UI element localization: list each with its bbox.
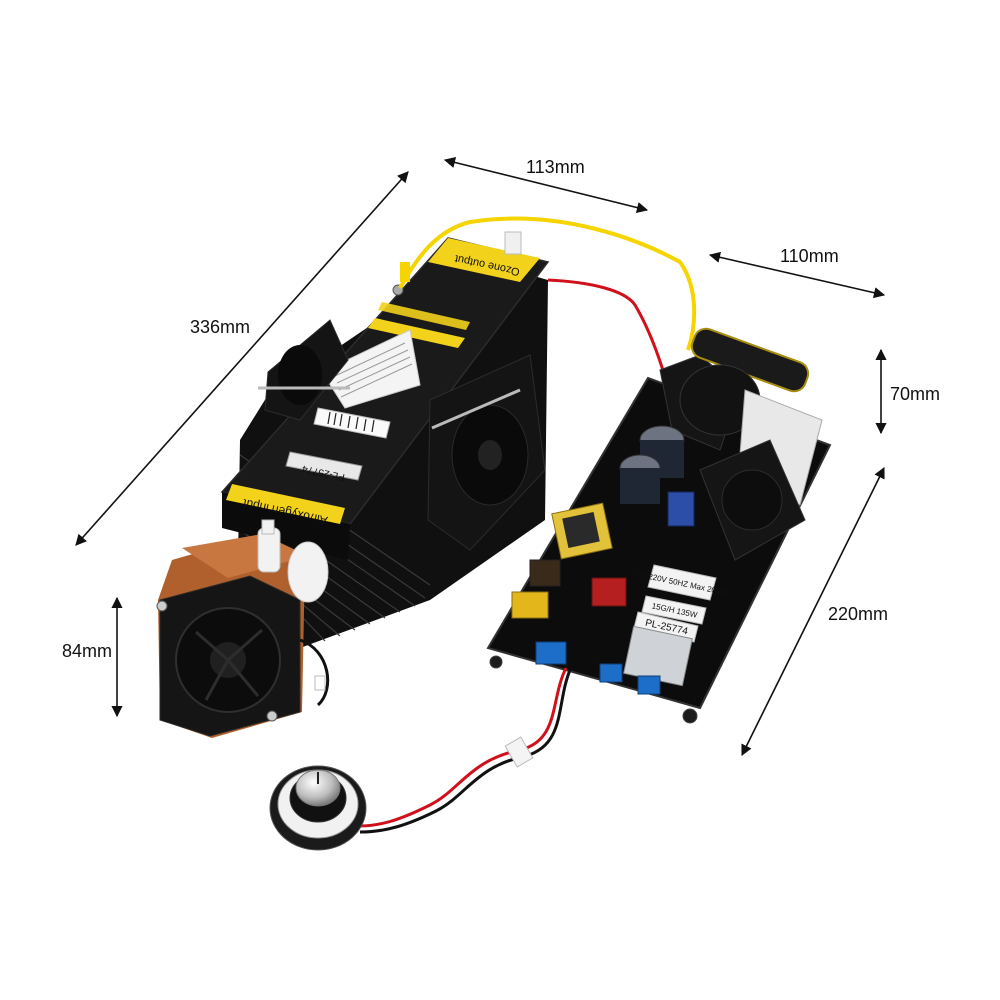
hv-wire-yellow: [398, 216, 697, 351]
tube-fan-left: [264, 319, 349, 421]
speed-control-knob[interactable]: [269, 765, 367, 851]
hv-wires: [398, 216, 697, 381]
hv-wire-red: [547, 278, 668, 381]
dim-line-left-length: [75, 171, 409, 546]
dimension-lines: [75, 156, 887, 757]
dim-line-board-length: [741, 466, 885, 757]
tube-fan-right: [427, 354, 546, 551]
dim-label-board-height: 70mm: [890, 384, 941, 404]
dim-line-top-width: [443, 156, 649, 214]
dim-label-board-width: 110mm: [780, 246, 839, 266]
intake-fan-unit: [156, 519, 330, 738]
dim-label-left-length: 336mm: [190, 317, 251, 337]
power-supply-board: AC220V 50HZ Max 200W 15G/H 135W PL-25774: [486, 327, 832, 724]
dim-label-fan-height: 84mm: [62, 641, 113, 661]
control-cable: [359, 667, 572, 834]
dim-label-board-length: 220mm: [828, 604, 889, 624]
dim-label-top-width: 113mm: [526, 157, 585, 177]
dim-line-board-width: [708, 251, 886, 299]
terminal-blocks: [535, 641, 661, 695]
board-power-label: 15G/H 135W: [641, 595, 707, 625]
capacitors: [619, 425, 685, 504]
hv-transformer: [659, 327, 810, 451]
